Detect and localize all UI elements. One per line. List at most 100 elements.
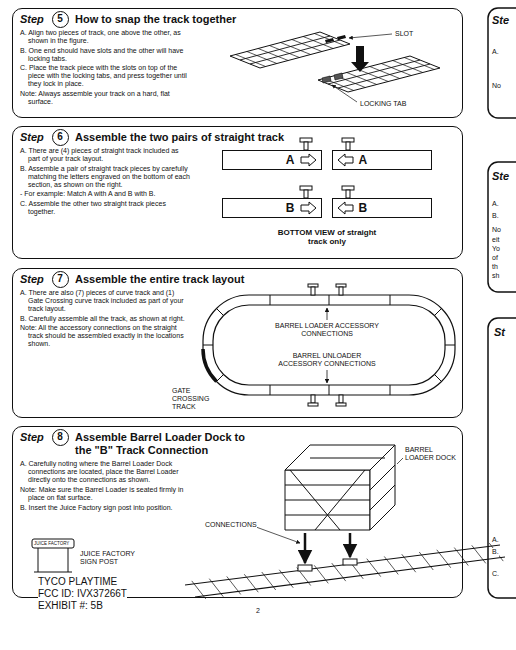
- label: of: [492, 254, 498, 262]
- instruction-text: C. Place the track piece with the slots …: [20, 64, 190, 88]
- sign-post: [38, 548, 39, 572]
- leader-arrow: [327, 370, 328, 383]
- track-rail: [195, 557, 505, 597]
- track-tie: [247, 52, 277, 64]
- label: TYCO PLAYTIME: [38, 576, 117, 588]
- step-number: 7: [57, 274, 63, 284]
- instruction-text: B. One end should have slots and the oth…: [20, 47, 190, 63]
- connection-block: [298, 559, 357, 571]
- track-rail: [240, 36, 430, 88]
- barrel-loader-dock: [315, 470, 365, 530]
- track-rail: [240, 36, 330, 60]
- track-joint: [329, 385, 330, 395]
- label: sh: [492, 272, 499, 280]
- label: B.: [492, 212, 499, 220]
- leader-line: [332, 85, 357, 102]
- track-piece: [318, 56, 440, 92]
- locking-tab: [334, 73, 343, 80]
- track-joint: [329, 295, 330, 305]
- connector-tab: [336, 403, 346, 406]
- step-panel: StepAssemble Barrel Loader Dock to the "…: [12, 426, 463, 598]
- label: B.: [492, 548, 499, 556]
- label: A.: [492, 200, 499, 208]
- engraved-letter: A: [359, 154, 368, 166]
- step-text-column: A. There are (4) pieces of straight trac…: [20, 147, 190, 217]
- slot: [325, 35, 346, 43]
- snap-arrow: [351, 46, 369, 72]
- step-number-circle: 6: [52, 129, 69, 146]
- label: No: [492, 82, 501, 90]
- track-rail: [250, 40, 340, 64]
- partial-panel: [488, 318, 516, 598]
- connection-block: [343, 559, 357, 565]
- locking-tab: [322, 76, 331, 83]
- track-joint: [270, 295, 271, 305]
- connector-tab: [300, 138, 312, 142]
- hollow-arrow: [338, 202, 353, 214]
- label: A.: [492, 48, 499, 56]
- track-joint: [203, 345, 213, 346]
- label: th: [492, 263, 498, 271]
- track-section: B: [332, 198, 432, 218]
- label: BOTTOM VIEW of straight track only: [272, 228, 382, 246]
- connector-tab: [311, 395, 315, 403]
- slot: [337, 35, 346, 40]
- leader-line: [332, 34, 392, 102]
- engraved-letter: B: [286, 202, 295, 214]
- track-tie: [258, 49, 288, 61]
- connector-tab: [308, 284, 346, 406]
- label: eit: [492, 236, 499, 244]
- sign-post: [32, 539, 74, 572]
- track-tie: [381, 64, 411, 76]
- step-word: Step: [20, 13, 44, 26]
- barrel-loader-dock: [285, 445, 395, 530]
- track-joint: [217, 375, 224, 382]
- step-number-circle: 7: [52, 271, 69, 288]
- connector-tab: [342, 186, 354, 190]
- partial-panel: [488, 8, 516, 598]
- connector-tab: [308, 403, 318, 406]
- barrel-loader-dock: [285, 485, 370, 486]
- step-text-column: A. Align two pieces of track, one above …: [20, 29, 190, 107]
- hollow-arrow: [338, 154, 353, 166]
- slot: [325, 38, 334, 43]
- label: LOCKING TAB: [360, 100, 406, 108]
- instruction-text: C. Assemble the other two straight track…: [20, 200, 190, 216]
- step-title: Assemble the two pairs of straight track: [75, 131, 335, 144]
- track-section: A: [332, 150, 432, 170]
- track-rail: [185, 545, 500, 585]
- connection-arrow: [349, 533, 352, 557]
- step-number: 6: [57, 132, 63, 142]
- instruction-text: Note: Always assemble your track on a ha…: [20, 90, 190, 106]
- label: FCC ID: IVX37266T: [38, 588, 127, 600]
- connector-tab: [300, 186, 312, 190]
- hollow-arrow: [301, 154, 353, 214]
- track-joint: [270, 385, 271, 395]
- track-tie: [404, 58, 434, 70]
- step-title: Assemble the entire track layout: [75, 273, 335, 286]
- label: Ste: [492, 170, 509, 183]
- barrel-loader-dock: [285, 500, 370, 501]
- sign-post: [68, 548, 69, 572]
- track-tie: [236, 55, 266, 67]
- leader-arrow: [327, 308, 328, 383]
- track-tie: [292, 40, 322, 52]
- track-oval: [213, 305, 445, 385]
- instruction-text: A. Carefully noting where the Barrel Loa…: [20, 460, 190, 484]
- track-rail: [185, 545, 505, 597]
- track-joint: [217, 309, 224, 316]
- connector-tab: [300, 138, 354, 198]
- barrel-loader-dock: [310, 458, 385, 459]
- track-section: B: [222, 198, 322, 218]
- label: BARREL LOADER DOCK: [405, 446, 459, 462]
- engraved-letter: B: [359, 202, 368, 214]
- step-number: 8: [57, 432, 63, 442]
- partial-panel: [488, 162, 516, 292]
- instruction-text: A. There are also (7) pieces of curve tr…: [20, 289, 190, 313]
- leader-line: [397, 458, 403, 464]
- label: JUICE FACTORY SIGN POST: [80, 550, 150, 566]
- step-panel: StepAssemble the entire track layoutA. T…: [12, 268, 463, 418]
- label: Yo: [492, 245, 500, 253]
- barrel-loader-dock: [370, 485, 395, 510]
- track-rail: [328, 60, 420, 84]
